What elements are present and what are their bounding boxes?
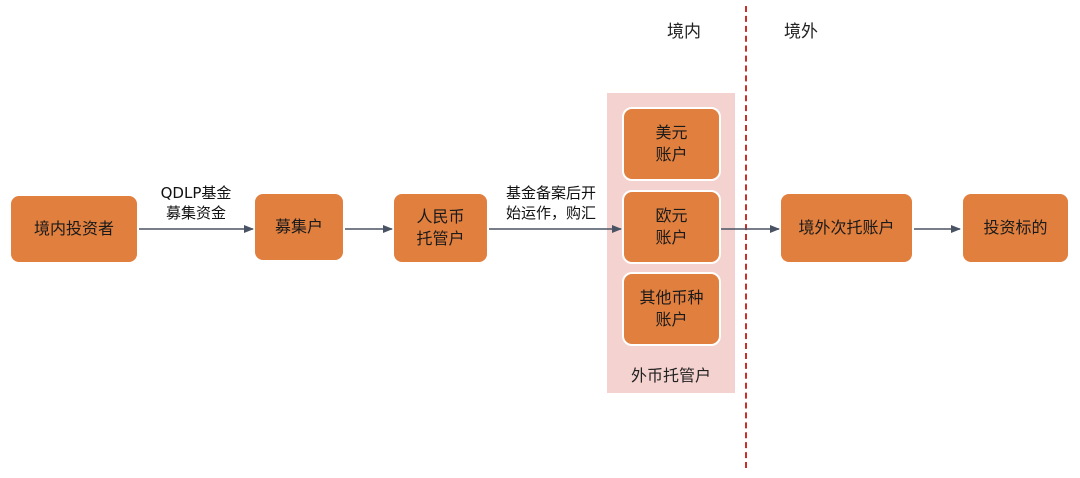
usd-account-node: 美元 账户 [622, 107, 721, 181]
overseas-sub-custody-label: 境外次托账户 [798, 218, 895, 237]
other-account-line1: 其他币种 [639, 288, 704, 307]
other-account-line2: 账户 [655, 310, 688, 329]
other-currency-account-node: 其他币种 账户 [622, 272, 721, 346]
investment-target-node: 投资标的 [963, 194, 1068, 262]
usd-account-line2: 账户 [655, 145, 688, 164]
usd-account-line1: 美元 [655, 123, 688, 142]
edge-label-qdlp-line1: QDLP基金 [160, 184, 232, 202]
edge-label-filing-line1: 基金备案后开 [505, 184, 596, 202]
eur-account-line1: 欧元 [655, 206, 688, 225]
domestic-region-label: 境内 [667, 22, 701, 42]
edge-label-qdlp-line2: 募集资金 [165, 204, 226, 222]
rmb-custody-line1: 人民币 [416, 207, 465, 226]
fx-custody-label: 外币托管户 [630, 366, 711, 385]
border-divider [745, 6, 747, 468]
investor-node-label: 境内投资者 [33, 219, 114, 238]
edge-label-filing: 基金备案后开 始运作，购汇 [496, 183, 606, 223]
investor-node: 境内投资者 [11, 196, 137, 262]
rmb-custody-node: 人民币 托管户 [394, 194, 487, 262]
raise-account-node-label: 募集户 [274, 217, 323, 236]
raise-account-node: 募集户 [255, 194, 343, 260]
investment-target-label: 投资标的 [983, 218, 1048, 237]
eur-account-line2: 账户 [655, 228, 688, 247]
overseas-region-label: 境外 [784, 22, 818, 42]
rmb-custody-line2: 托管户 [416, 229, 465, 248]
eur-account-node: 欧元 账户 [622, 190, 721, 264]
overseas-sub-custody-node: 境外次托账户 [781, 194, 912, 262]
edge-label-qdlp: QDLP基金 募集资金 [148, 183, 244, 223]
edge-label-filing-line2: 始运作，购汇 [505, 204, 596, 222]
